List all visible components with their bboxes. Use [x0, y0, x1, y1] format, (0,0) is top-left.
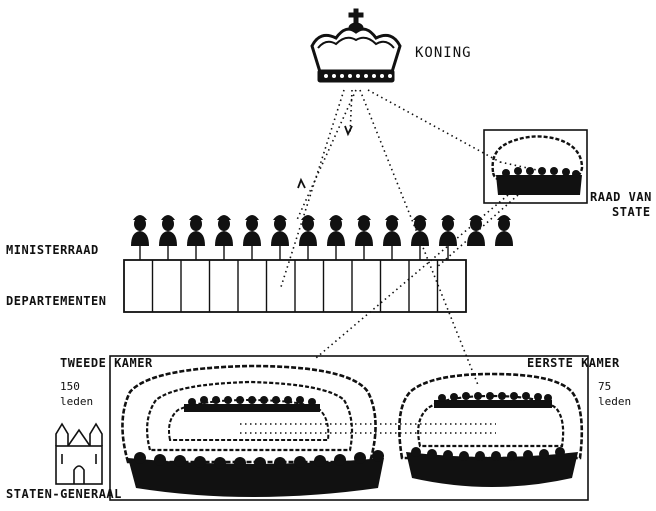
minister-icon	[131, 215, 149, 260]
ministers-row	[131, 215, 513, 260]
raad-van-state-council-icon	[491, 135, 584, 195]
minister-icon	[299, 215, 317, 260]
tweede-kamer-unit: leden	[60, 395, 93, 408]
tweede-kamer-chamber-icon	[121, 364, 384, 497]
eerste-kamer-count: 75	[598, 380, 611, 393]
ministerraad-label: MINISTERRAAD	[6, 243, 99, 257]
departementen-dividers	[151, 260, 439, 312]
minister-icon	[271, 215, 289, 260]
minister-icon	[243, 215, 261, 260]
minister-icon	[327, 215, 345, 260]
staten-generaal-label: STATEN-GENERAAL	[6, 487, 122, 501]
minister-icon	[383, 215, 401, 260]
tweede-kamer-label: TWEEDE KAMER	[60, 356, 153, 370]
staten-generaal-box	[109, 355, 589, 501]
raad-van-state-label-line2: STATE	[612, 205, 651, 219]
relationship-lines	[240, 89, 547, 434]
minister-icon	[187, 215, 205, 260]
minister-icon	[467, 215, 485, 246]
minister-icon	[411, 215, 429, 260]
eerste-kamer-unit: leden	[598, 395, 631, 408]
arrowheads	[297, 125, 353, 189]
tweede-kamer-count: 150	[60, 380, 80, 393]
eerste-kamer-label: EERSTE KAMER	[527, 356, 620, 370]
minister-icon	[159, 215, 177, 260]
minister-icon	[215, 215, 233, 260]
minister-icon	[495, 215, 513, 246]
departementen-label: DEPARTEMENTEN	[6, 294, 106, 308]
minister-icon	[439, 215, 457, 260]
raad-van-state-label-line1: RAAD VAN	[590, 190, 652, 204]
minister-icon	[355, 215, 373, 260]
raad-van-state-box	[483, 129, 588, 204]
eerste-kamer-chamber-icon	[398, 372, 584, 487]
binnenhof-building-icon	[55, 422, 103, 485]
crown-icon	[310, 8, 402, 83]
koning-label: KONING	[415, 45, 472, 61]
